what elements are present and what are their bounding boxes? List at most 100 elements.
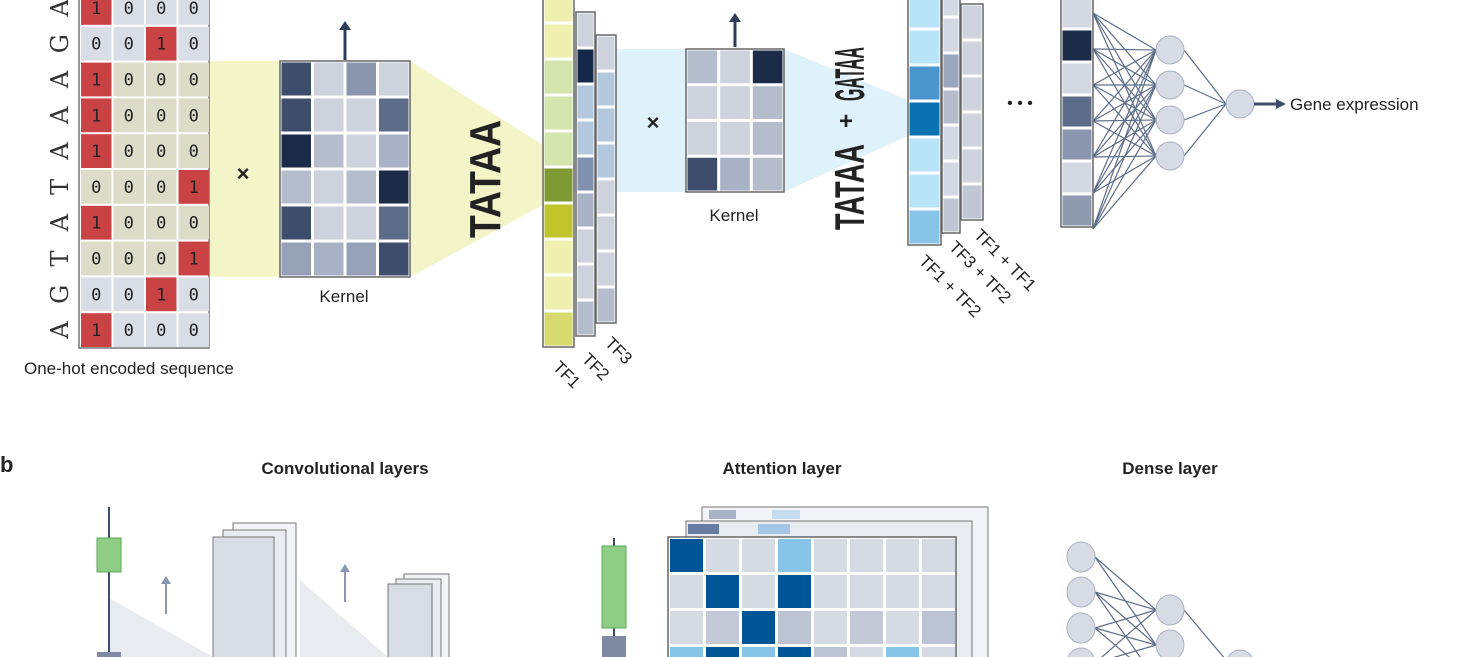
tf3-column-cell	[597, 180, 615, 214]
one-hot-value: 0	[124, 178, 134, 198]
tf2-column-cell	[577, 229, 594, 263]
one-hot-value: 1	[91, 142, 101, 162]
attention-cell	[850, 611, 883, 644]
connection	[1183, 49, 1227, 105]
attention-cell	[850, 575, 883, 608]
tf1-column-cell	[544, 60, 573, 94]
one-hot-value: 0	[124, 214, 134, 234]
dense-input-column-cell	[1062, 0, 1092, 28]
kernel-2-cell	[752, 122, 783, 155]
attention-cell	[850, 539, 883, 572]
attention-cell	[742, 575, 775, 608]
conv-layers-illustration	[96, 507, 450, 657]
hidden-node	[1155, 105, 1185, 135]
attention-cell	[742, 611, 775, 644]
one-hot-value: 0	[189, 214, 199, 234]
connection	[1092, 49, 1157, 158]
attention-title: Attention layer	[722, 459, 841, 478]
attention-cell	[922, 647, 955, 657]
tf2-column-cell	[577, 13, 594, 47]
kernel-1-cell	[314, 62, 344, 96]
nucleotide: A	[46, 321, 74, 340]
one-hot-value: 1	[91, 0, 101, 19]
combo3-column-cell	[962, 185, 982, 219]
one-hot-cell	[113, 241, 144, 276]
one-hot-value: 0	[91, 178, 101, 198]
one-hot-cell	[178, 134, 209, 168]
motif-logo-tataa: TATAA	[461, 120, 510, 238]
one-hot-value: 0	[189, 0, 199, 19]
one-hot-cell	[146, 170, 177, 204]
tf3-column-cell	[597, 72, 615, 106]
kernel-1-cell	[281, 62, 311, 96]
up-arrow-icon	[729, 13, 741, 47]
attention-cell	[706, 539, 739, 572]
connection	[1092, 49, 1157, 122]
input-node	[1066, 576, 1096, 608]
attention-cell	[742, 539, 775, 572]
attention-cell	[886, 647, 919, 657]
kernel-2-cell	[720, 50, 750, 84]
combo2-column-cell	[943, 198, 959, 232]
kernel-1-cell	[379, 134, 409, 168]
one-hot-cell	[113, 0, 144, 25]
tf1-column-cell	[544, 132, 573, 166]
gene-expression-label: Gene expression	[1290, 95, 1419, 114]
plus-symbol: +	[839, 108, 853, 135]
one-hot-cell	[178, 205, 209, 240]
one-hot-cell	[178, 170, 209, 204]
attention-cell	[886, 611, 919, 644]
kernel-2-cell	[687, 157, 718, 191]
kernel-2-label: Kernel	[709, 206, 758, 225]
connection	[1094, 627, 1130, 657]
attention-cell	[814, 539, 847, 572]
one-hot-value: 0	[189, 142, 199, 162]
hidden-node	[1155, 35, 1185, 65]
connection	[1092, 49, 1157, 194]
kernel-1-cell	[346, 134, 376, 168]
dense-input-column-cell	[1062, 162, 1092, 193]
one-hot-cell	[113, 277, 144, 312]
one-hot-value: 0	[156, 142, 166, 162]
nucleotide: G	[46, 285, 74, 304]
combo1-column-cell	[909, 102, 940, 136]
attention-cell	[814, 611, 847, 644]
hidden-node	[1155, 141, 1185, 171]
connection	[1094, 556, 1157, 646]
attention-cell	[772, 510, 800, 519]
kernel-1-cell	[314, 98, 344, 132]
one-hot-value: 0	[124, 285, 134, 305]
combo3-column-cell	[962, 149, 982, 183]
tf3-column-frame	[595, 34, 617, 324]
one-hot-value: 0	[124, 0, 134, 19]
dense-input-column-cell	[1062, 96, 1092, 127]
one-hot-value: 0	[189, 321, 199, 341]
kernel-1-cell	[379, 62, 409, 96]
tf2-column-cell	[577, 193, 594, 227]
combo1-column-cell	[909, 0, 940, 28]
kernel-1-cell	[346, 62, 376, 96]
attention-matrix	[667, 506, 989, 657]
kernel-1-cell	[314, 206, 344, 240]
tf1-column-cell	[544, 0, 573, 22]
attention-cell	[742, 647, 775, 657]
dense-input-column-cell	[1062, 63, 1092, 94]
input-node	[1066, 612, 1096, 644]
kernel-1-cell	[314, 242, 344, 276]
one-hot-cell	[81, 241, 112, 276]
kernel-2-cell	[687, 86, 718, 119]
nucleotide: A	[46, 0, 74, 18]
one-hot-cell	[113, 26, 144, 61]
connection	[1092, 49, 1157, 86]
attention-cell	[778, 575, 811, 608]
kernel-1-cell	[379, 170, 409, 204]
tf1-column-cell	[544, 24, 573, 58]
one-hot-cell	[146, 0, 177, 25]
attention-cell	[778, 611, 811, 644]
one-hot-cell	[146, 134, 177, 168]
attention-cell	[706, 575, 739, 608]
dense-title: Dense layer	[1122, 459, 1218, 478]
nucleotide: T	[46, 179, 74, 195]
